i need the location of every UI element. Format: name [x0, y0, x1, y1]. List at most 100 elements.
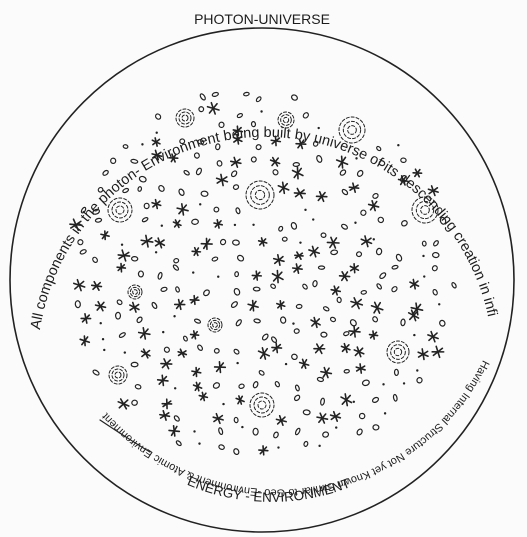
oval-particle	[376, 248, 382, 255]
dot-particle	[438, 303, 440, 305]
oval-particle	[344, 369, 350, 373]
oval-particle	[194, 152, 200, 158]
dot-particle	[162, 331, 164, 333]
star-particle	[214, 220, 222, 228]
oval-particle	[251, 121, 256, 127]
oval-particle	[316, 155, 323, 163]
star-particle	[327, 237, 339, 248]
star-particle	[231, 157, 241, 167]
star-particle	[272, 271, 283, 283]
oval-particle	[356, 251, 362, 257]
dot-particle	[241, 426, 243, 428]
oval-particle	[372, 316, 379, 323]
oval-particle	[230, 170, 237, 178]
star-particle	[118, 399, 129, 409]
dot-particle	[198, 442, 200, 444]
oval-particle	[194, 318, 201, 324]
spiral-particle	[339, 117, 365, 143]
oval-particle	[212, 256, 219, 261]
oval-particle	[303, 441, 308, 447]
star-particle	[139, 328, 150, 339]
oval-particle	[312, 280, 317, 287]
star-particle	[259, 348, 270, 359]
spiral-particle	[109, 366, 127, 384]
star-particle	[199, 392, 207, 400]
oval-particle	[95, 218, 102, 223]
dot-particle	[416, 369, 418, 371]
oval-particle	[92, 369, 100, 376]
dot-particle	[384, 412, 386, 414]
oval-particle	[173, 258, 179, 263]
oval-particle	[75, 300, 81, 307]
oval-particle	[373, 425, 379, 431]
oval-particle	[218, 427, 223, 435]
star-particle	[271, 158, 280, 166]
oval-particle	[243, 92, 249, 96]
star-particle	[213, 414, 223, 424]
oval-particle	[256, 96, 262, 102]
oval-particle	[235, 319, 242, 327]
star-particle	[300, 359, 309, 368]
oval-particle	[236, 254, 244, 262]
star-particle	[152, 200, 161, 209]
dot-particle	[174, 387, 176, 389]
star-particle	[259, 446, 268, 455]
star-particle	[361, 236, 371, 247]
oval-particle	[142, 217, 149, 223]
oval-particle	[203, 289, 211, 297]
dot-particle	[124, 351, 126, 353]
oval-particle	[290, 222, 297, 230]
dot-particle	[318, 445, 320, 447]
dot-particle	[161, 225, 163, 227]
star-particle	[217, 174, 228, 185]
star-particle	[428, 332, 438, 342]
star-particle	[314, 344, 325, 353]
boundary-stroke	[100, 420, 150, 452]
oval-particle	[233, 348, 240, 355]
star-particle	[236, 396, 244, 404]
star-particle	[274, 255, 284, 265]
oval-particle	[294, 328, 300, 333]
oval-particle	[119, 332, 126, 338]
oval-particle	[321, 332, 327, 337]
star-particle	[293, 264, 302, 273]
star-particle	[340, 272, 350, 281]
star-particle	[341, 394, 351, 406]
oval-particle	[158, 185, 166, 193]
oval-particle	[330, 317, 336, 323]
star-particle	[317, 413, 327, 423]
star-particle	[81, 314, 90, 323]
star-particle	[248, 301, 258, 311]
star-particle	[130, 302, 139, 312]
oval-particle	[273, 431, 279, 438]
oval-particle	[161, 287, 168, 292]
oval-particle	[97, 187, 103, 193]
dot-particle	[102, 338, 104, 340]
star-particle	[161, 359, 172, 369]
oval-particle	[343, 331, 349, 336]
oval-particle	[295, 428, 301, 436]
star-particle	[370, 331, 378, 339]
spiral-particle	[387, 341, 409, 363]
dot-particle	[403, 382, 405, 384]
dot-particle	[156, 132, 158, 134]
oval-particle	[322, 431, 329, 438]
oval-particle	[376, 146, 382, 152]
oval-particle	[432, 252, 439, 258]
oval-particle	[163, 346, 170, 353]
star-particle	[418, 349, 428, 359]
dot-particle	[173, 315, 175, 317]
star-particle	[215, 362, 226, 373]
oval-particle	[330, 250, 337, 255]
oval-particle	[131, 256, 137, 261]
oval-particle	[173, 415, 180, 422]
oval-particle	[318, 266, 324, 269]
oval-particle	[80, 249, 87, 255]
outer-circle	[10, 28, 514, 532]
photon-particles	[70, 92, 457, 456]
star-particle	[356, 364, 365, 373]
star-particle	[309, 246, 319, 256]
star-particle	[252, 271, 261, 280]
